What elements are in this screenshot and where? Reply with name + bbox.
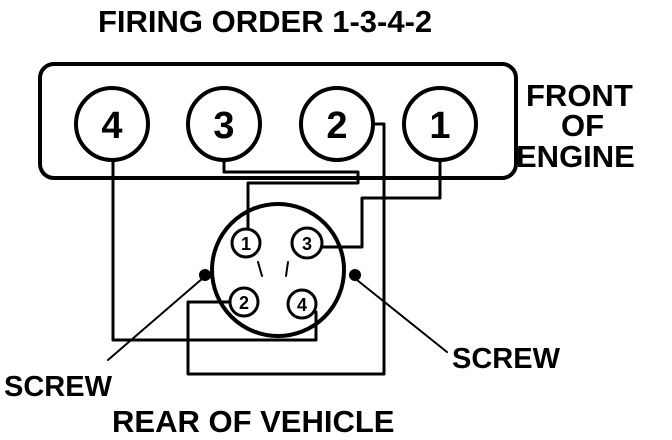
front-label-line-1: FRONT [526, 78, 633, 113]
terminal-4-label: 4 [297, 295, 307, 315]
cylinder-1-label: 1 [429, 105, 450, 147]
terminal-1-label: 1 [241, 234, 251, 254]
wire-cylinder-1 [320, 158, 442, 249]
wire-cylinder-2 [186, 122, 386, 376]
cylinder-4: 4 [74, 86, 150, 162]
screw-right-leader [356, 279, 448, 353]
screw-left-label: SCREW [4, 371, 113, 403]
cylinder-1: 1 [402, 86, 478, 162]
screw-right-head [349, 269, 361, 281]
rear-of-vehicle-label: REAR OF VEHICLE [112, 404, 394, 439]
front-label-line-2: OF [561, 108, 604, 143]
cylinder-2-label: 2 [326, 105, 347, 147]
cylinder-2: 2 [299, 86, 375, 162]
terminal-3-label: 3 [302, 234, 312, 254]
screw-left-leader [107, 277, 204, 361]
wire-cylinder-3 [222, 158, 360, 231]
terminal-2: 2 [228, 286, 260, 318]
distributor-cap [210, 202, 346, 338]
terminal-1: 1 [230, 227, 262, 259]
cylinder-3: 3 [186, 86, 262, 162]
cylinder-4-label: 4 [101, 105, 122, 147]
diagram-title: FIRING ORDER 1-3-4-2 [98, 4, 432, 39]
terminal-2-label: 2 [239, 293, 249, 313]
front-label-line-3: ENGINE [516, 139, 635, 174]
wire-cylinder-4 [111, 158, 318, 342]
cylinder-3-label: 3 [213, 105, 234, 147]
screw-right-label: SCREW [452, 343, 561, 375]
engine-block [38, 62, 518, 180]
terminal-4: 4 [286, 288, 318, 320]
terminal-3: 3 [290, 226, 324, 260]
